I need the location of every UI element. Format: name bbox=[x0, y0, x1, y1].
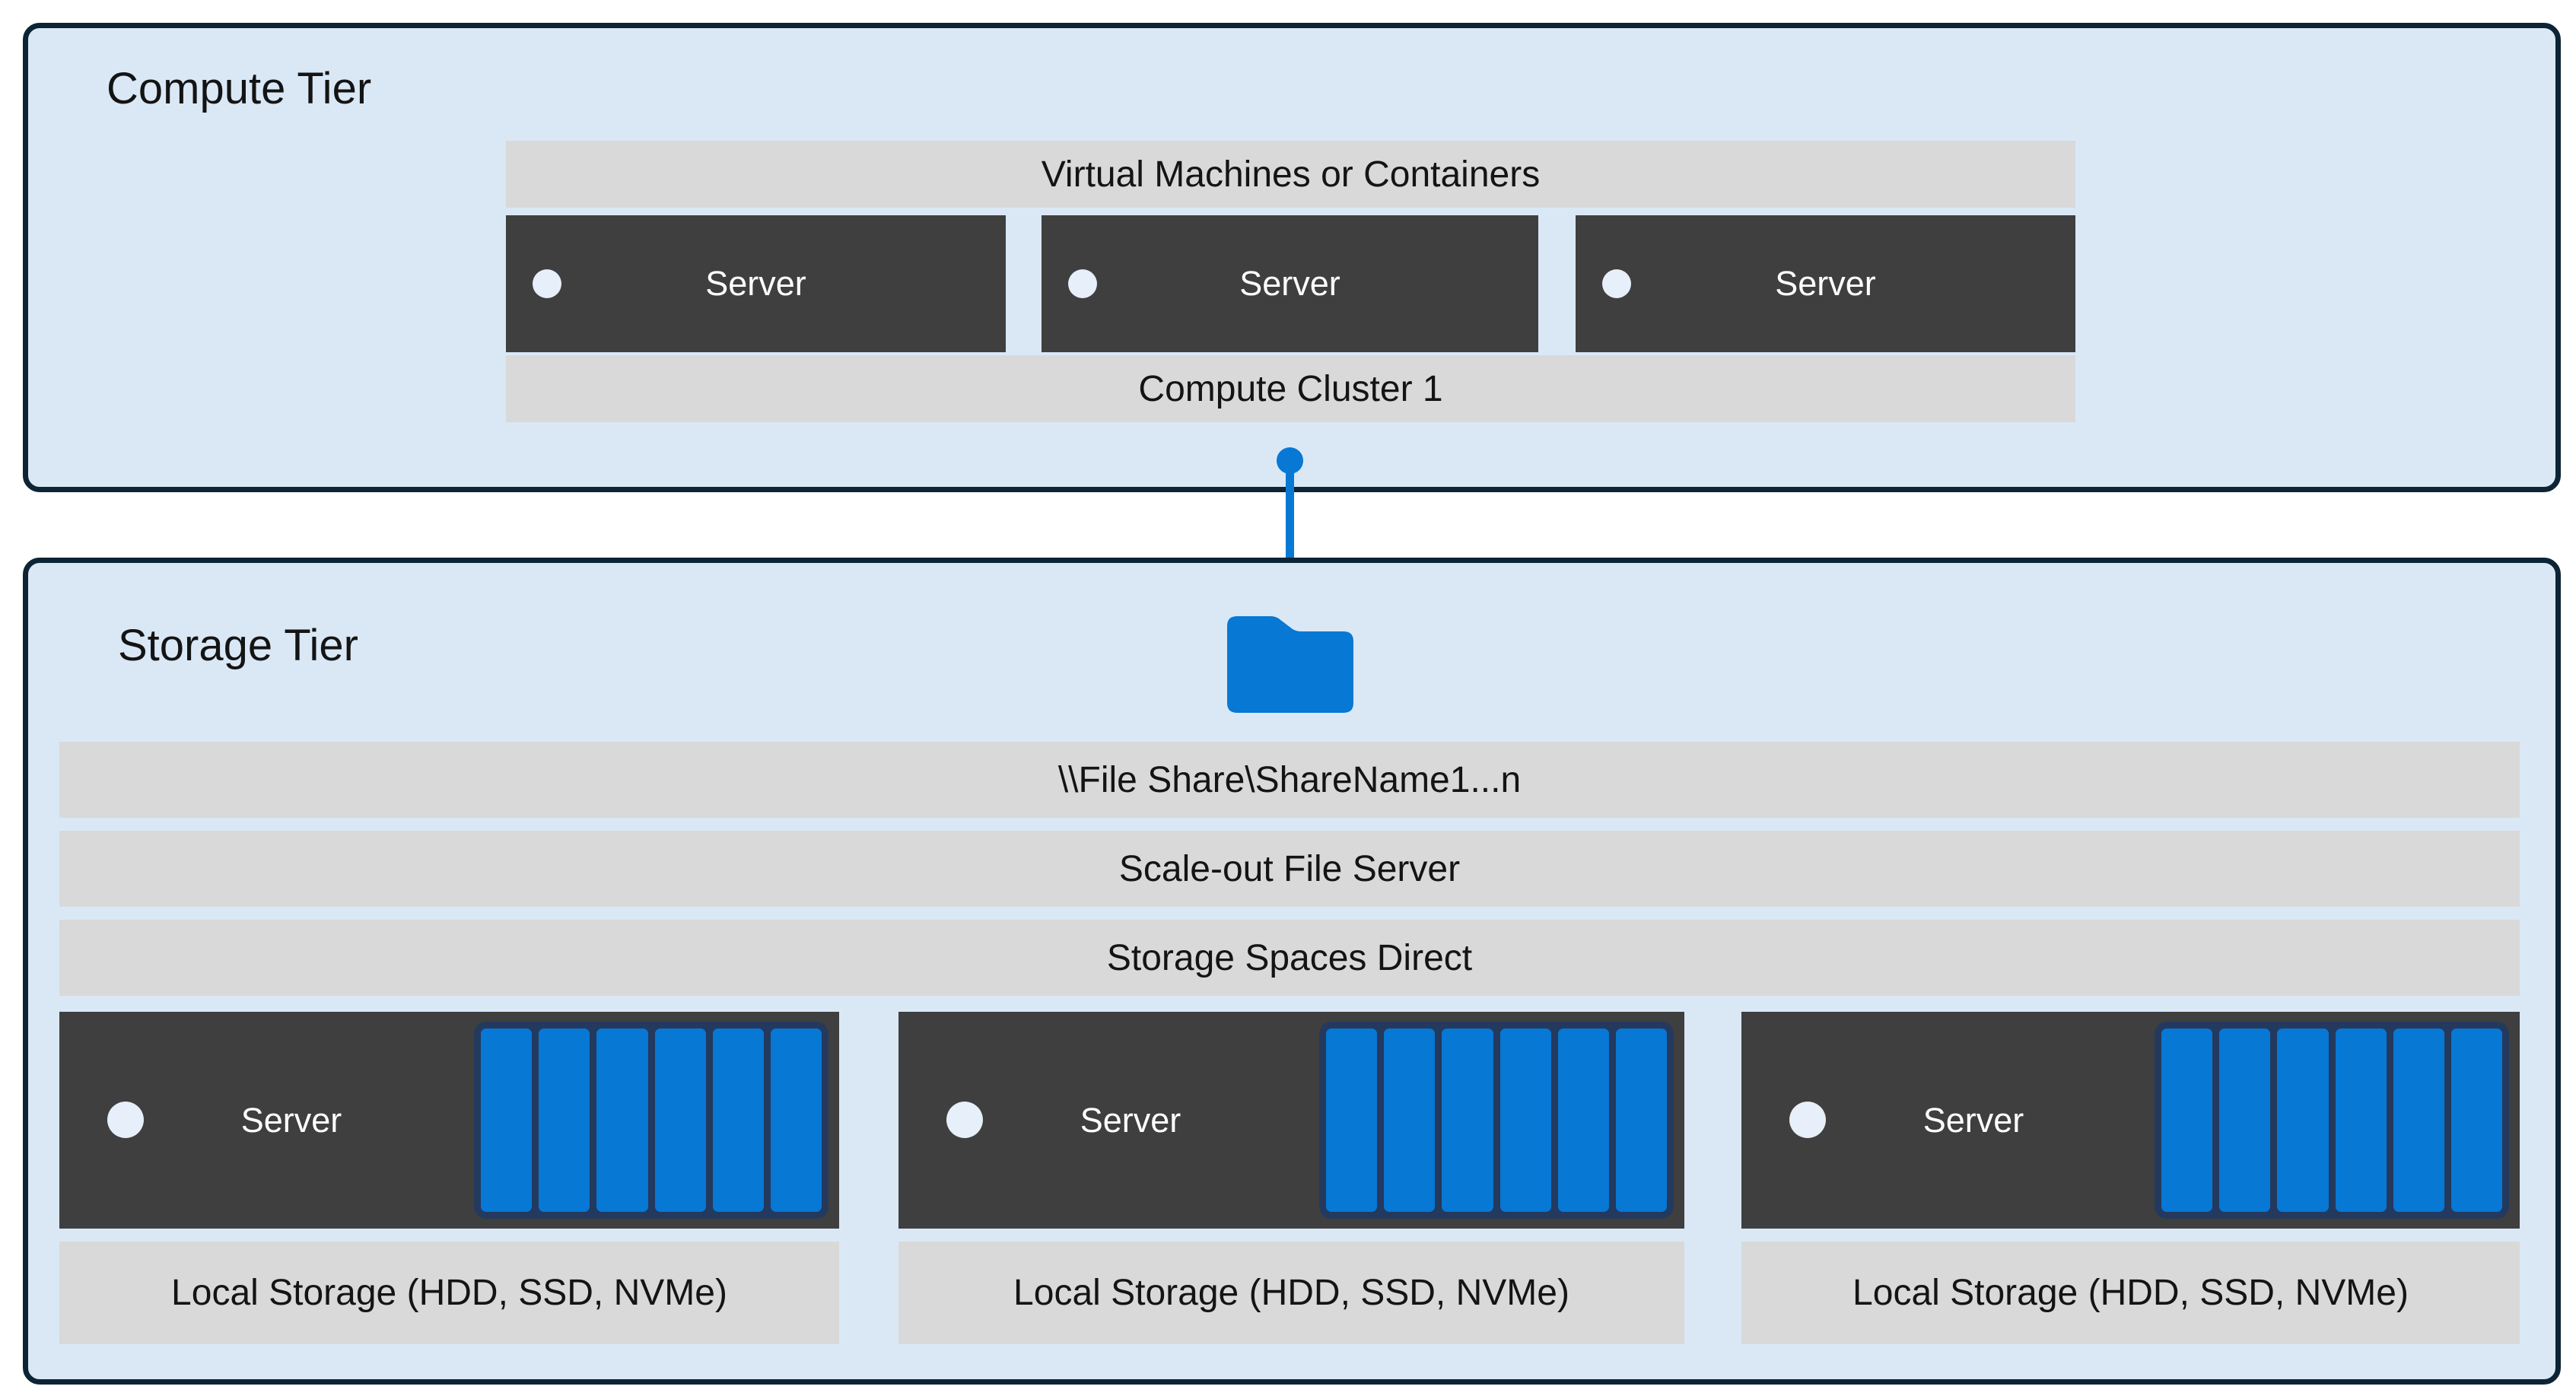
storage-server-label: Server bbox=[1080, 1100, 1181, 1140]
storage-server-label: Server bbox=[1922, 1100, 2024, 1140]
disk-icon bbox=[539, 1029, 590, 1212]
compute-tier-title: Compute Tier bbox=[107, 64, 372, 113]
compute-server-2: Server bbox=[1042, 215, 1538, 352]
storage-server-label: Server bbox=[240, 1100, 342, 1140]
disk-icon bbox=[1384, 1029, 1436, 1212]
disk-icon bbox=[712, 1029, 764, 1212]
compute-server-label: Server bbox=[1239, 264, 1340, 303]
compute-cluster-label: Compute Cluster 1 bbox=[1138, 368, 1443, 409]
power-dot-icon bbox=[946, 1102, 983, 1138]
storage-spaces-direct-bar: Storage Spaces Direct bbox=[59, 920, 2520, 996]
disk-icon bbox=[2393, 1029, 2444, 1212]
disk-icon bbox=[654, 1029, 706, 1212]
local-storage-bar-3: Local Storage (HDD, SSD, NVMe) bbox=[1741, 1242, 2520, 1344]
storage-server-1: Server bbox=[59, 1012, 839, 1229]
local-storage-label: Local Storage (HDD, SSD, NVMe) bbox=[1013, 1273, 1569, 1313]
storage-server-3: Server bbox=[1741, 1012, 2520, 1229]
storage-server-2: Server bbox=[898, 1012, 1684, 1229]
compute-server-label: Server bbox=[705, 264, 806, 303]
disk-array bbox=[2155, 1022, 2509, 1219]
file-share-bar: \\File Share\ShareName1...n bbox=[59, 742, 2520, 818]
vm-containers-label: Virtual Machines or Containers bbox=[1041, 154, 1541, 195]
scale-out-file-server-bar: Scale-out File Server bbox=[59, 831, 2520, 907]
power-dot-icon bbox=[1602, 269, 1631, 298]
folder-icon bbox=[1227, 616, 1353, 713]
disk-icon bbox=[2219, 1029, 2271, 1212]
storage-tier-title: Storage Tier bbox=[118, 621, 358, 670]
power-dot-icon bbox=[533, 269, 561, 298]
disk-icon bbox=[770, 1029, 822, 1212]
disk-icon bbox=[2161, 1029, 2213, 1212]
compute-server-label: Server bbox=[1775, 264, 1876, 303]
compute-server-3: Server bbox=[1576, 215, 2075, 352]
power-dot-icon bbox=[1789, 1102, 1826, 1138]
disk-icon bbox=[1326, 1029, 1378, 1212]
power-dot-icon bbox=[107, 1102, 144, 1138]
local-storage-bar-2: Local Storage (HDD, SSD, NVMe) bbox=[898, 1242, 1684, 1344]
local-storage-label: Local Storage (HDD, SSD, NVMe) bbox=[171, 1273, 727, 1313]
compute-cluster-bar: Compute Cluster 1 bbox=[506, 355, 2075, 422]
disk-icon bbox=[481, 1029, 533, 1212]
local-storage-label: Local Storage (HDD, SSD, NVMe) bbox=[1852, 1273, 2409, 1313]
power-dot-icon bbox=[1068, 269, 1097, 298]
disk-icon bbox=[1499, 1029, 1551, 1212]
storage-spaces-direct-label: Storage Spaces Direct bbox=[1106, 937, 1473, 978]
vm-containers-bar: Virtual Machines or Containers bbox=[506, 141, 2075, 208]
disk-icon bbox=[2277, 1029, 2329, 1212]
disk-array bbox=[474, 1022, 828, 1219]
disk-icon bbox=[596, 1029, 648, 1212]
disk-icon bbox=[1615, 1029, 1668, 1212]
disk-icon bbox=[1557, 1029, 1609, 1212]
connector-dot-top bbox=[1277, 447, 1303, 474]
scale-out-file-server-label: Scale-out File Server bbox=[1118, 848, 1461, 889]
disk-icon bbox=[1442, 1029, 1493, 1212]
local-storage-bar-1: Local Storage (HDD, SSD, NVMe) bbox=[59, 1242, 839, 1344]
connector-line bbox=[1286, 460, 1294, 608]
file-share-label: \\File Share\ShareName1...n bbox=[1057, 759, 1522, 800]
disk-icon bbox=[2335, 1029, 2387, 1212]
disk-array bbox=[1319, 1022, 1674, 1219]
disk-icon bbox=[2450, 1029, 2503, 1212]
compute-server-1: Server bbox=[506, 215, 1006, 352]
